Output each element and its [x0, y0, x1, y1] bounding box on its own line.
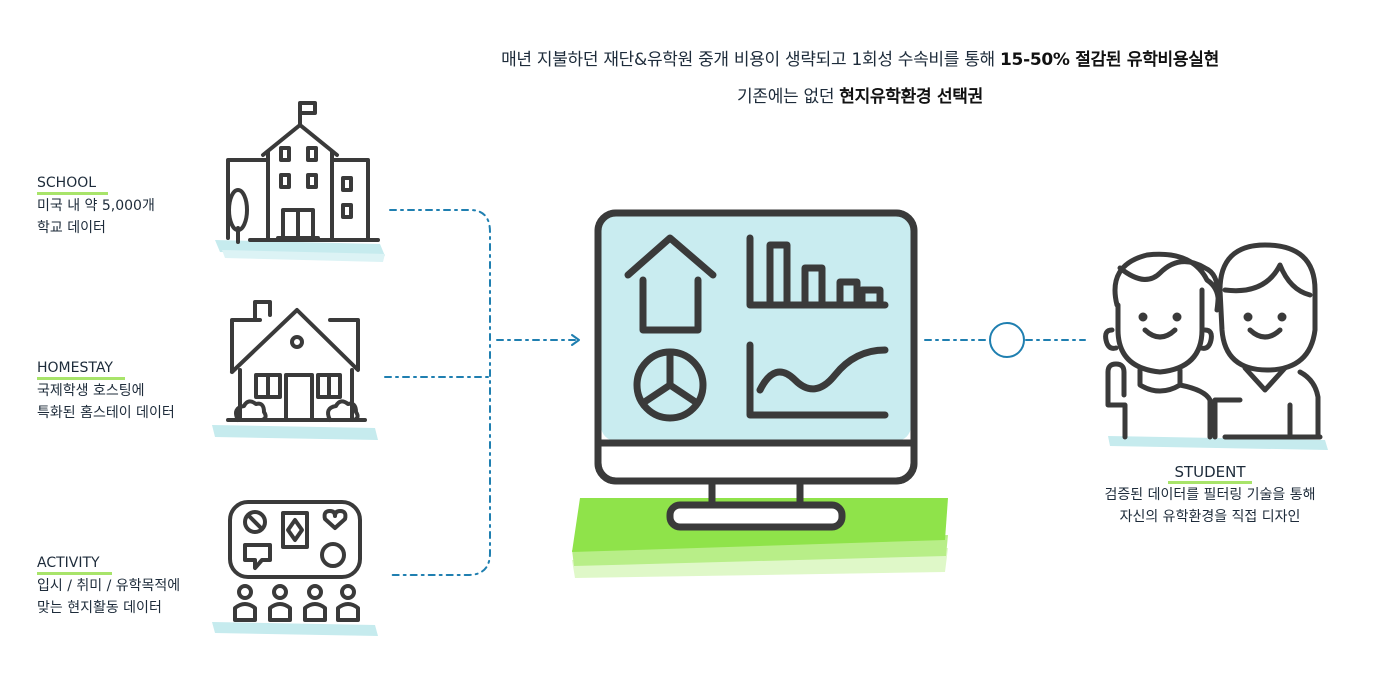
headline-line-2: 기존에는 없던 현지유학환경 선택권 [360, 82, 1360, 107]
school-activity-connector [389, 209, 491, 576]
student-desc-2: 자신의 유학환경을 직접 디자인 [1119, 509, 1301, 525]
pie-chart-icon [633, 348, 707, 422]
activity-title: ACTIVITY [37, 555, 112, 575]
homestay-icon [226, 300, 367, 422]
headline-text: 매년 지불하던 재단&유학원 중개 비용이 생략되고 1회성 수속비를 통해 [501, 50, 1001, 70]
activity-icon [228, 500, 362, 622]
homestay-desc-1: 국제학생 호스팅에 [37, 383, 145, 399]
activity-label: ACTIVITY 입시 / 취미 / 유학목적에 맞는 현지활동 데이터 [37, 552, 180, 619]
student-label: STUDENT 검증된 데이터를 필터링 기술을 통해 자신의 유학환경을 직접… [1050, 462, 1370, 528]
homestay-title: HOMESTAY [37, 360, 125, 380]
bar-chart-icon [746, 234, 889, 309]
arrow-icon [571, 334, 580, 346]
monitor-icon [594, 209, 918, 531]
node-circle-icon [989, 322, 1025, 358]
headline-text: 기존에는 없던 [737, 87, 840, 107]
homestay-desc-2: 특화된 홈스테이 데이터 [37, 405, 175, 421]
headline-bold: 15-50% 절감된 유학비용실현 [1000, 50, 1219, 70]
people-icons [233, 584, 360, 622]
headline-line-1: 매년 지불하던 재단&유학원 중개 비용이 생략되고 1회성 수속비를 통해 1… [360, 45, 1360, 70]
activity-desc-1: 입시 / 취미 / 유학목적에 [37, 578, 181, 594]
school-desc-2: 학교 데이터 [37, 220, 106, 236]
line-chart-icon [746, 341, 889, 419]
platform-base [572, 498, 948, 578]
home-icon [624, 234, 717, 334]
headline-bold: 현지유학환경 선택권 [839, 87, 983, 107]
homestay-label: HOMESTAY 국제학생 호스팅에 특화된 홈스테이 데이터 [37, 357, 175, 424]
student-title: STUDENT [1168, 463, 1252, 484]
school-label: SCHOOL 미국 내 약 5,000개 학교 데이터 [37, 172, 155, 239]
activity-desc-2: 맞는 현지활동 데이터 [37, 600, 162, 616]
connector-lines [384, 209, 1086, 576]
school-title: SCHOOL [37, 175, 109, 195]
school-icon [226, 101, 380, 244]
student-desc-1: 검증된 데이터를 필터링 기술을 통해 [1104, 487, 1316, 503]
school-desc-1: 미국 내 약 5,000개 [37, 198, 155, 214]
students-icon [1103, 242, 1323, 440]
